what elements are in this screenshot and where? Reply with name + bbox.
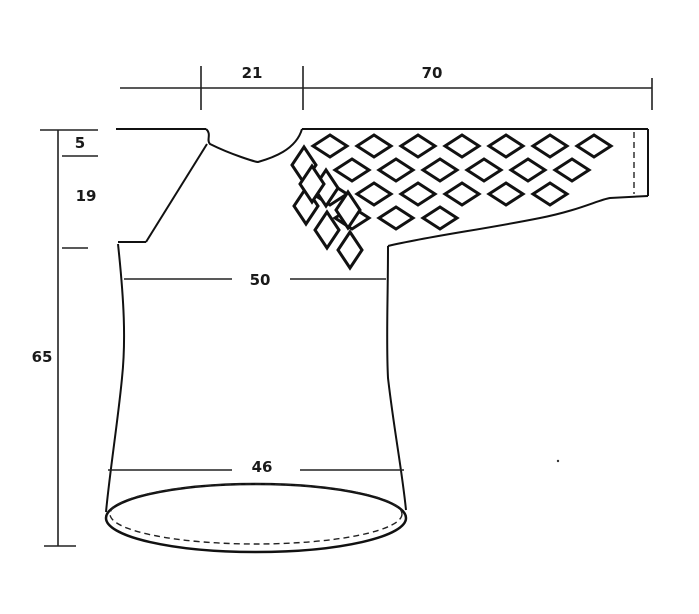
pattern-diamond — [442, 181, 482, 207]
pattern-diamond — [398, 181, 438, 207]
pattern-diamond — [332, 157, 372, 183]
pattern-diamond — [420, 205, 460, 231]
pattern-diamond — [420, 157, 460, 183]
pattern-diamond — [530, 181, 570, 207]
pattern-diamond — [486, 181, 526, 207]
pattern-diamond — [398, 133, 438, 159]
label-hem-width: 46 — [252, 458, 273, 476]
sweater-outline — [105, 128, 649, 513]
label-raglan-depth: 19 — [76, 187, 97, 205]
pattern-diamond — [354, 181, 394, 207]
label-sleeve-length: 70 — [422, 64, 443, 82]
label-raglan-width: 21 — [242, 64, 263, 82]
label-total-length: 65 — [32, 348, 53, 366]
pattern-diamond — [552, 157, 592, 183]
pattern-diamond — [310, 133, 350, 159]
hem-ellipse — [104, 482, 408, 554]
pattern-diamond — [313, 209, 341, 251]
pattern-diamond — [354, 133, 394, 159]
pattern-diamond — [336, 229, 364, 271]
stray-dot — [556, 459, 560, 463]
pattern-diamond — [464, 157, 504, 183]
pattern-diamond — [376, 205, 416, 231]
pattern-diamond — [298, 163, 326, 205]
pattern-diamond — [508, 157, 548, 183]
label-chest-width: 50 — [250, 271, 271, 289]
diamond-pattern — [290, 133, 614, 271]
pattern-diamond — [486, 133, 526, 159]
pattern-diamond — [530, 133, 570, 159]
pattern-diamond — [376, 157, 416, 183]
pattern-diamond — [442, 133, 482, 159]
top-dimension-line — [120, 66, 653, 110]
label-neck-depth: 5 — [75, 134, 85, 152]
pattern-diamond — [574, 133, 614, 159]
pattern-diamond — [334, 189, 362, 231]
left-dimension-line — [40, 129, 98, 547]
